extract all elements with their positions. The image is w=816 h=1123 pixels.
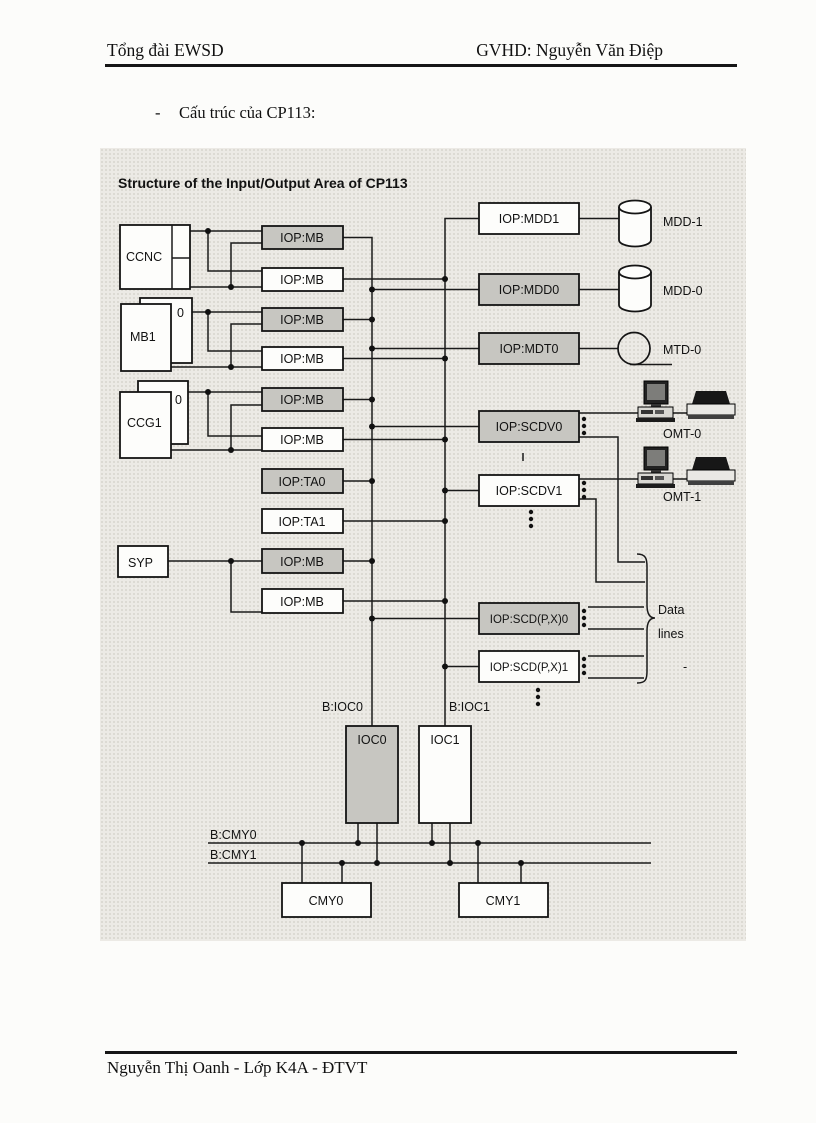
iop-mb-box-8: IOP:MB — [261, 588, 344, 614]
mtd0-label: MTD-0 — [663, 343, 701, 357]
svg-text:IOP:MDD0: IOP:MDD0 — [499, 283, 559, 297]
data-lines-label-1: Data — [658, 603, 684, 617]
mdd0-label: MDD-0 — [663, 284, 703, 298]
b-ioc1-label: B:IOC1 — [449, 700, 490, 714]
svg-text:IOP:SCD(P,X)1: IOP:SCD(P,X)1 — [490, 662, 568, 674]
header-left: Tổng đài EWSD — [107, 40, 224, 60]
cmy1-box: CMY1 — [458, 882, 549, 918]
svg-text:IOP:MB: IOP:MB — [280, 273, 324, 287]
data-lines-label-2: lines — [658, 627, 684, 641]
ellipsis-dots — [528, 416, 587, 707]
ccg1-label: CCG1 — [127, 416, 162, 430]
diagram-title: Structure of the Input/Output Area of CP… — [118, 175, 408, 191]
mb1-zero-label: 0 — [177, 306, 184, 320]
cmy0-box: CMY0 — [281, 882, 372, 918]
mtd0-tape-reel-icon — [617, 331, 651, 366]
ccg1-zero-label: 0 — [175, 393, 182, 407]
iop-mb-box-6: IOP:MB — [261, 427, 344, 452]
ccg1-unit: 0 CCG1 — [119, 380, 189, 459]
syp-label: SYP — [128, 556, 153, 570]
mdd1-disk-icon — [618, 199, 652, 248]
iop-mb-box-5: IOP:MB — [261, 387, 344, 412]
iop-mb-box-4: IOP:MB — [261, 346, 344, 371]
svg-text:IOP:MB: IOP:MB — [280, 393, 324, 407]
omt1-terminal-icon — [636, 446, 675, 488]
intro-line: -Cấu trúc của CP113: — [155, 103, 315, 123]
data-lines-brace — [636, 553, 656, 684]
svg-text:IOP:MDD1: IOP:MDD1 — [499, 212, 559, 226]
iop-scdv0-box: IOP:SCDV0 — [478, 410, 580, 443]
ccnc-label: CCNC — [126, 250, 162, 264]
connection-wires — [168, 217, 690, 883]
mdd1-label: MDD-1 — [663, 215, 703, 229]
iop-mdd0-box: IOP:MDD0 — [478, 273, 580, 306]
bullet-dash: - — [155, 103, 161, 122]
syp-unit: SYP — [117, 545, 169, 578]
cp113-diagram: Structure of the Input/Output Area of CP… — [100, 148, 746, 941]
iop-mb-box-1: IOP:MB — [261, 225, 344, 250]
mdd0-disk-icon — [618, 264, 652, 313]
svg-text:IOC0: IOC0 — [357, 733, 386, 747]
mb1-unit: 0 MB1 — [120, 297, 193, 372]
header-rule — [105, 64, 737, 67]
stray-dash-mark: - — [683, 660, 687, 674]
footer-rule — [105, 1051, 737, 1054]
b-cmy0-label: B:CMY0 — [210, 828, 257, 842]
svg-text:IOP:MB: IOP:MB — [280, 352, 324, 366]
junction-dots — [205, 228, 524, 866]
iop-scdv1-box: IOP:SCDV1 — [478, 474, 580, 507]
b-ioc0-label: B:IOC0 — [322, 700, 363, 714]
omt0-label: OMT-0 — [663, 427, 701, 441]
svg-text:IOC1: IOC1 — [430, 733, 459, 747]
omt0-terminal-icon — [636, 380, 675, 422]
svg-text:IOP:SCDV1: IOP:SCDV1 — [496, 484, 563, 498]
svg-text:IOP:MB: IOP:MB — [280, 555, 324, 569]
page-header: Tổng đài EWSD GVHD: Nguyễn Văn Điệp — [107, 40, 703, 61]
iop-mb-box-3: IOP:MB — [261, 307, 344, 332]
svg-text:IOP:MB: IOP:MB — [280, 433, 324, 447]
header-right: GVHD: Nguyễn Văn Điệp — [476, 40, 663, 60]
ioc0-box: IOC0 — [345, 725, 399, 824]
omt0-printer-icon — [686, 391, 736, 419]
ccnc-unit: CCNC — [119, 224, 191, 290]
omt1-label: OMT-1 — [663, 490, 701, 504]
iop-scdpx0-box: IOP:SCD(P,X)0 — [478, 602, 580, 635]
iop-mb-box-7: IOP:MB — [261, 548, 344, 574]
omt1-printer-icon — [686, 457, 736, 485]
svg-text:IOP:MDT0: IOP:MDT0 — [499, 342, 558, 356]
svg-text:IOP:MB: IOP:MB — [280, 231, 324, 245]
svg-text:IOP:MB: IOP:MB — [280, 595, 324, 609]
iop-scdpx1-box: IOP:SCD(P,X)1 — [478, 650, 580, 683]
svg-text:IOP:SCD(P,X)0: IOP:SCD(P,X)0 — [490, 614, 568, 626]
iop-ta1-box: IOP:TA1 — [261, 508, 344, 534]
iop-mdt0-box: IOP:MDT0 — [478, 332, 580, 365]
b-cmy1-label: B:CMY1 — [210, 848, 257, 862]
svg-text:IOP:SCDV0: IOP:SCDV0 — [496, 420, 563, 434]
ioc1-box: IOC1 — [418, 725, 472, 824]
svg-text:IOP:MB: IOP:MB — [280, 313, 324, 327]
iop-mdd1-box: IOP:MDD1 — [478, 202, 580, 235]
page-footer: Nguyễn Thị Oanh - Lớp K4A - ĐTVT — [107, 1058, 368, 1077]
iop-ta0-box: IOP:TA0 — [261, 468, 344, 494]
svg-text:IOP:TA0: IOP:TA0 — [278, 475, 325, 489]
svg-text:CMY1: CMY1 — [486, 894, 521, 908]
svg-text:CMY0: CMY0 — [309, 894, 344, 908]
svg-text:IOP:TA1: IOP:TA1 — [278, 515, 325, 529]
mb1-label: MB1 — [130, 330, 156, 344]
iop-mb-box-2: IOP:MB — [261, 267, 344, 292]
intro-text: Cấu trúc của CP113: — [179, 103, 316, 122]
